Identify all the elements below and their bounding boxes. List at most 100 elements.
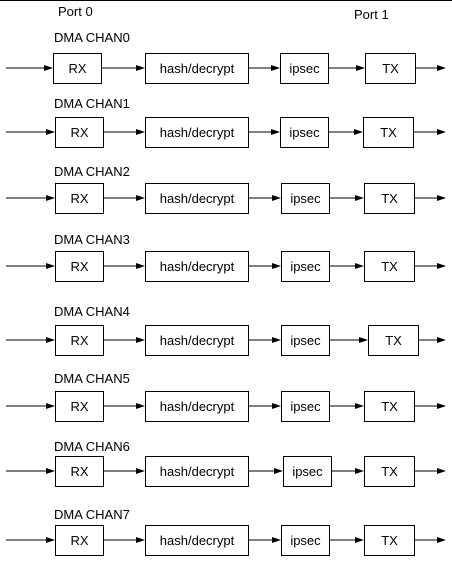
tx-box [368, 325, 419, 356]
hash-decrypt-label: hash/decrypt [160, 125, 235, 140]
hash-decrypt-label: hash/decrypt [160, 464, 235, 479]
tx-box [365, 53, 416, 84]
rx-label: RX [70, 533, 88, 548]
tx-label: TX [380, 125, 397, 140]
connector-arrow [104, 337, 145, 343]
connector-arrow [249, 403, 281, 409]
input-arrow [6, 129, 55, 135]
rx-box [55, 456, 104, 487]
connector-arrow [330, 537, 364, 543]
channel-label: DMA CHAN5 [54, 371, 130, 386]
ipsec-label: ipsec [289, 125, 320, 140]
ipsec-label: ipsec [290, 259, 321, 274]
rx-label: RX [70, 399, 88, 414]
ipsec-label: ipsec [290, 533, 321, 548]
hash-decrypt-box [145, 53, 249, 84]
ipsec-label: ipsec [290, 399, 321, 414]
input-arrow [6, 403, 55, 409]
rx-label: RX [70, 125, 88, 140]
tx-box [364, 251, 415, 282]
ipsec-box [281, 391, 330, 422]
connector-arrow [249, 537, 281, 543]
connector-arrow [330, 195, 364, 201]
ipsec-label: ipsec [292, 464, 323, 479]
connector-arrow [249, 337, 281, 343]
connector-arrow [104, 263, 145, 269]
channel-label: DMA CHAN1 [54, 96, 130, 111]
rx-box [53, 53, 102, 84]
tx-label: TX [385, 333, 402, 348]
hash-decrypt-box [145, 183, 249, 214]
tx-label: TX [381, 464, 398, 479]
ipsec-label: ipsec [289, 61, 320, 76]
rx-label: RX [70, 464, 88, 479]
ipsec-box [283, 456, 332, 487]
rx-label: RX [70, 191, 88, 206]
connector-arrow [249, 263, 281, 269]
connector-arrow [249, 129, 280, 135]
hash-decrypt-box [145, 525, 249, 556]
hash-decrypt-box [145, 456, 249, 487]
hash-decrypt-label: hash/decrypt [160, 259, 235, 274]
ipsec-label: ipsec [290, 191, 321, 206]
ipsec-box [281, 183, 330, 214]
ipsec-box [280, 53, 329, 84]
hash-decrypt-label: hash/decrypt [160, 61, 235, 76]
rx-label: RX [70, 333, 88, 348]
output-arrow [415, 195, 446, 201]
channel-label: DMA CHAN6 [54, 439, 130, 454]
connector-arrow [249, 468, 283, 474]
hash-decrypt-box [145, 117, 249, 148]
hash-decrypt-label: hash/decrypt [160, 191, 235, 206]
input-arrow [6, 263, 55, 269]
rx-box [55, 183, 104, 214]
channel-label: DMA CHAN0 [54, 30, 130, 45]
output-arrow [414, 129, 446, 135]
channel-label: DMA CHAN7 [54, 507, 130, 522]
connector-arrow [104, 537, 145, 543]
rx-label: RX [68, 61, 86, 76]
ipsec-box [281, 525, 330, 556]
tx-box [363, 117, 414, 148]
output-arrow [415, 263, 446, 269]
connector-arrow [329, 65, 365, 71]
tx-box [364, 525, 415, 556]
ipsec-label: ipsec [290, 333, 321, 348]
output-arrow [416, 65, 446, 71]
hash-decrypt-box [145, 325, 249, 356]
rx-box [55, 117, 104, 148]
input-arrow [6, 337, 55, 343]
output-arrow [419, 337, 446, 343]
hash-decrypt-label: hash/decrypt [160, 533, 235, 548]
connector-arrow [249, 65, 280, 71]
channel-label: DMA CHAN2 [54, 164, 130, 179]
hash-decrypt-label: hash/decrypt [160, 333, 235, 348]
rx-box [55, 325, 104, 356]
connector-arrow [332, 468, 364, 474]
rx-label: RX [70, 259, 88, 274]
rx-box [55, 391, 104, 422]
output-arrow [415, 468, 446, 474]
channel-label: DMA CHAN4 [54, 304, 130, 319]
input-arrow [6, 195, 55, 201]
tx-box [364, 456, 415, 487]
port-0-label: Port 0 [58, 4, 93, 19]
connector-arrow [330, 337, 368, 343]
hash-decrypt-label: hash/decrypt [160, 399, 235, 414]
tx-label: TX [381, 399, 398, 414]
hash-decrypt-box [145, 251, 249, 282]
tx-label: TX [382, 61, 399, 76]
port-1-label: Port 1 [354, 7, 389, 22]
hash-decrypt-box [145, 391, 249, 422]
input-arrow [6, 468, 55, 474]
ipsec-box [281, 251, 330, 282]
tx-label: TX [381, 191, 398, 206]
